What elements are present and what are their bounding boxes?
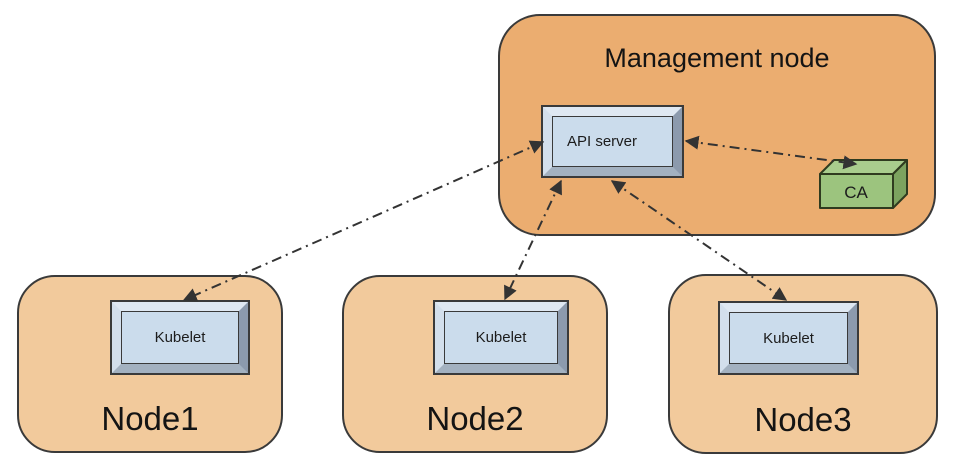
ca-label: CA: [844, 183, 868, 202]
kubelet-box-node3: Kubelet: [720, 303, 857, 373]
kubelet-label-node3: Kubelet: [763, 329, 814, 347]
api-server-label: API server: [567, 133, 638, 150]
worker-node-2-label: Node2: [426, 400, 524, 437]
ca-box: CA: [819, 159, 908, 209]
kubelet-label-node2: Kubelet: [475, 329, 527, 346]
worker-node-1-label: Node1: [101, 400, 199, 437]
worker-node-3-label: Node3: [754, 401, 852, 438]
ca-front-face: [819, 173, 894, 209]
kubelet-box-node2: Kubelet: [435, 302, 567, 373]
kubelet-box-node1: Kubelet: [112, 302, 248, 373]
management-node-label: Management node: [604, 43, 830, 73]
api-server-box: API server: [543, 107, 682, 176]
kubelet-label-node1: Kubelet: [154, 329, 206, 346]
